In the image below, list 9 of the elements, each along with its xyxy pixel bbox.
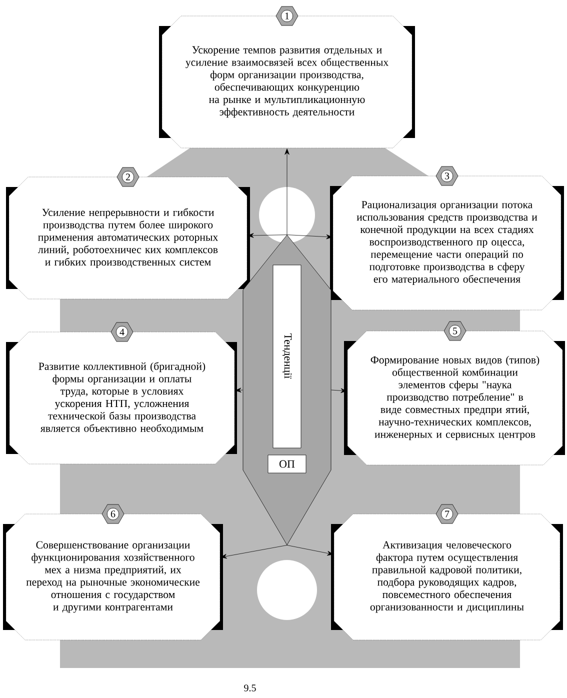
arrow bbox=[284, 148, 290, 235]
arrow bbox=[220, 545, 288, 559]
label-box: ОП bbox=[268, 454, 306, 474]
arrow bbox=[331, 388, 347, 393]
arrow bbox=[248, 233, 288, 238]
caption: 9.5 bbox=[244, 684, 256, 692]
arrow bbox=[286, 545, 334, 556]
arrow bbox=[286, 234, 332, 240]
arrow bbox=[235, 388, 243, 392]
